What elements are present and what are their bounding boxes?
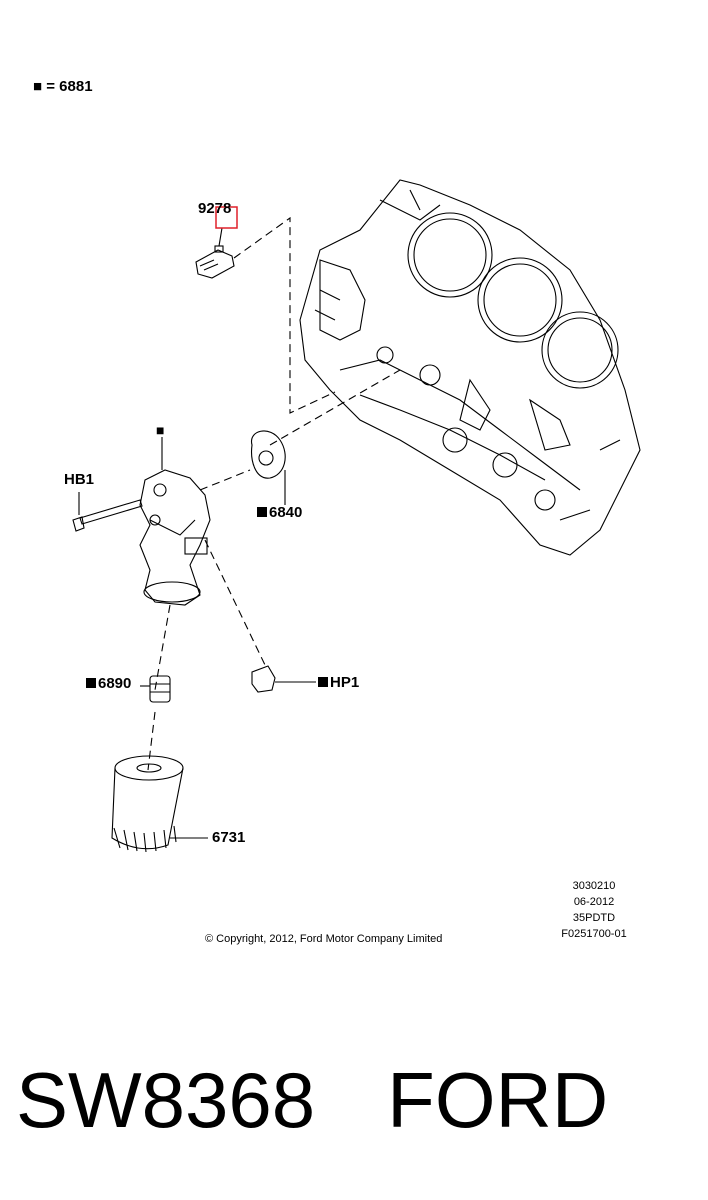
threaded-nipple-6890 <box>140 675 171 703</box>
label-6840: 6840 <box>257 504 302 522</box>
label-hb1: HB1 <box>64 471 95 488</box>
code-line: 35PDTD <box>572 912 616 924</box>
drawing-codes: 3030210 06-2012 35PDTD F0251700-01 <box>556 878 632 942</box>
code-line: 3030210 <box>572 880 616 892</box>
label-hp1: HP1 <box>318 674 359 692</box>
square-marker-icon <box>257 507 267 517</box>
caption: SW8368 FORD <box>16 1050 608 1150</box>
oil-filter-6731 <box>111 755 208 853</box>
caption-brand: FORD <box>387 1056 609 1144</box>
bolt-hb1 <box>72 492 143 532</box>
engine-block <box>299 179 641 556</box>
square-marker-icon <box>318 677 328 687</box>
legend-text: = 6881 <box>46 78 93 95</box>
copyright-notice: © Copyright, 2012, Ford Motor Company Li… <box>205 933 443 945</box>
caption-part-number: SW8368 <box>16 1056 316 1144</box>
code-line: F0251700-01 <box>561 928 627 940</box>
legend: ■ = 6881 <box>33 78 93 95</box>
label-6890: 6890 <box>86 675 131 693</box>
plug-hp1 <box>251 665 316 693</box>
highlight-box <box>215 206 238 229</box>
oil-pressure-sensor-9278 <box>195 227 235 279</box>
label-top-marker: ■ <box>156 422 165 438</box>
label-9278: 9278 <box>198 200 232 217</box>
gasket-6840 <box>251 430 286 505</box>
label-6731: 6731 <box>212 829 246 846</box>
square-marker-icon <box>86 678 96 688</box>
exploded-parts-diagram <box>72 179 641 853</box>
oil-filter-adapter <box>139 437 211 606</box>
legend-marker: ■ <box>33 78 43 95</box>
code-line: 06-2012 <box>573 896 615 908</box>
